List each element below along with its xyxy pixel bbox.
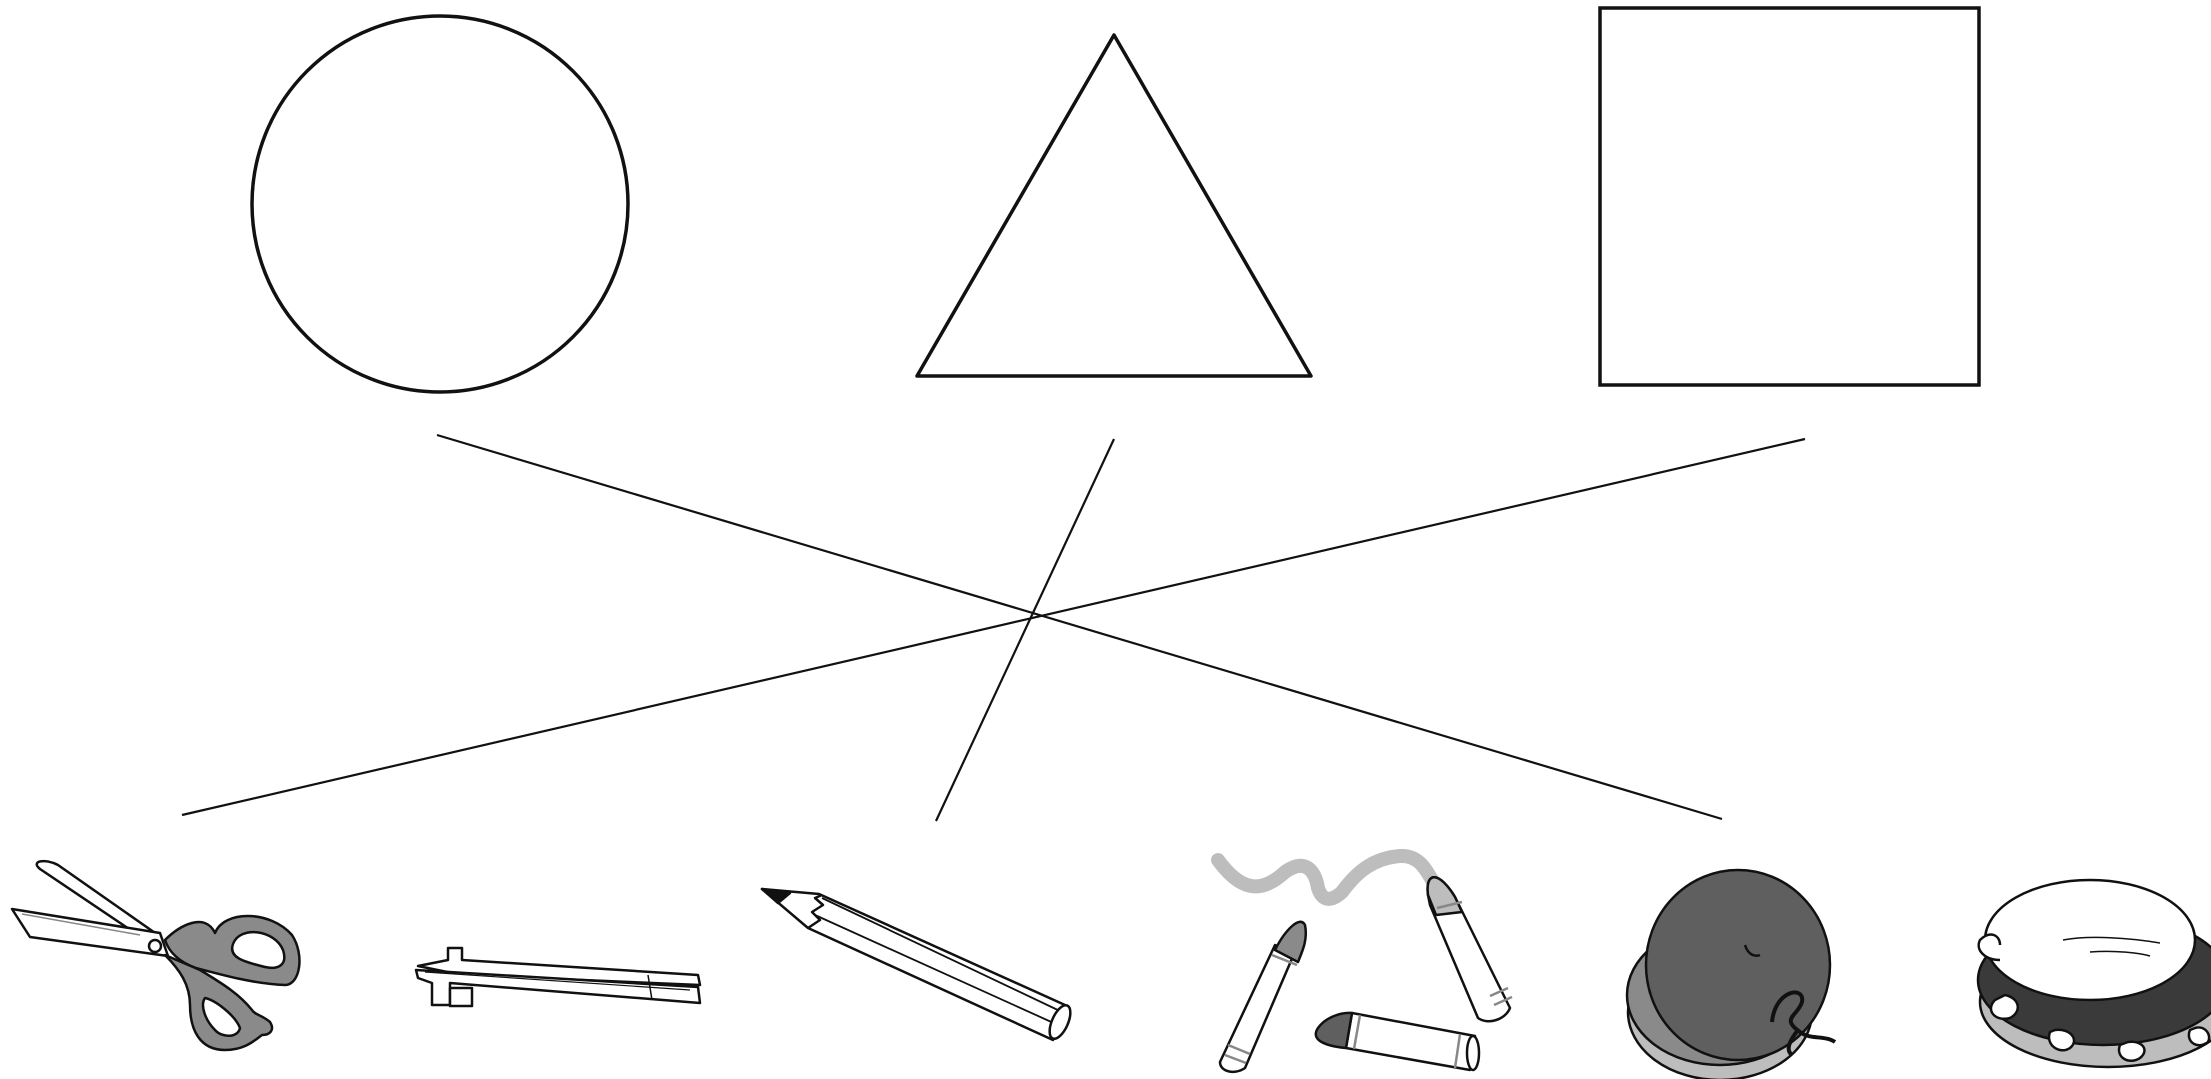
tambourine-icon[interactable] <box>1976 878 2211 1069</box>
square-shape <box>1598 6 1981 387</box>
matching-lines <box>181 433 1806 822</box>
scissors-icon[interactable] <box>10 859 301 1052</box>
pencil-icon[interactable] <box>760 887 1075 1042</box>
circle-shape <box>250 14 630 394</box>
crayons-icon[interactable] <box>1211 849 1513 1074</box>
match-line-circle-castanet[interactable] <box>436 433 1723 821</box>
castanet-icon[interactable] <box>1625 868 1837 1079</box>
crayon-scribble <box>1211 849 1439 906</box>
chopsticks-icon[interactable] <box>414 946 702 1008</box>
match-line-square-scissors[interactable] <box>181 437 1806 817</box>
match-line-triangle-chopsticks[interactable] <box>935 438 1115 822</box>
triangle-shape <box>915 33 1313 378</box>
